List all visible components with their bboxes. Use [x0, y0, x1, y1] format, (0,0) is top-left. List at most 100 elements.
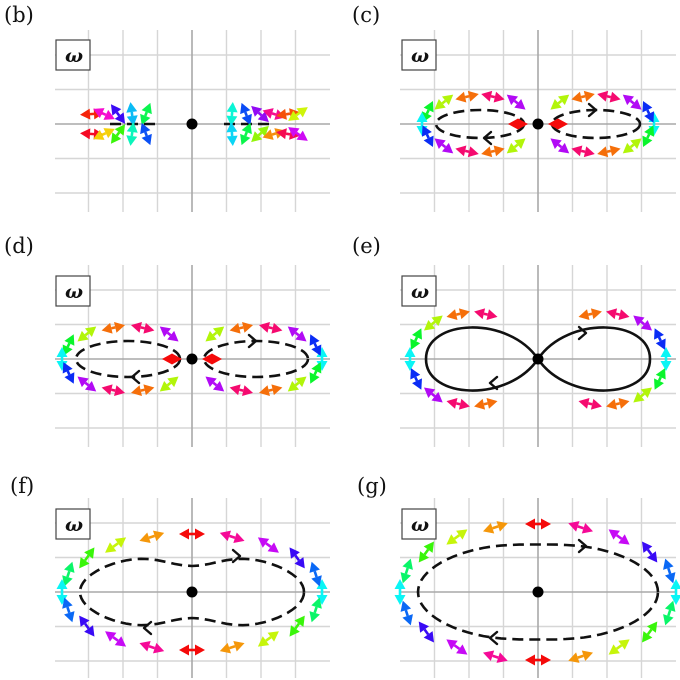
director-arrow: [606, 398, 630, 410]
director-arrow: [633, 387, 653, 403]
panel-label: (b): [4, 3, 34, 27]
director-arrow: [258, 384, 283, 397]
omega-box: [55, 508, 91, 540]
director-arrow: [446, 308, 470, 320]
director-arrow: [622, 138, 642, 154]
director-arrow: [179, 644, 205, 656]
omega-symbol: ω: [411, 514, 429, 536]
director-arrow: [288, 107, 308, 121]
panel-f: (f) ω: [10, 474, 330, 678]
director-arrow: [130, 384, 155, 397]
director-arrow: [202, 353, 222, 365]
director-arrow: [205, 326, 225, 342]
director-arrow: [309, 334, 322, 356]
director-arrow: [622, 94, 642, 110]
director-arrow: [578, 398, 602, 410]
director-arrow: [482, 521, 508, 534]
omega-symbol: ω: [65, 514, 83, 536]
director-arrow: [105, 631, 127, 647]
omega-box: [401, 275, 437, 307]
flow-direction-arrow: [488, 375, 499, 391]
director-arrow: [77, 376, 97, 392]
director-arrow: [240, 122, 252, 146]
origin-dot: [532, 353, 544, 365]
director-arrow: [508, 118, 528, 130]
panel-b: (b) ω: [4, 3, 330, 212]
director-arrow: [410, 368, 422, 390]
director-arrow: [506, 138, 526, 154]
director-arrow: [56, 579, 68, 605]
flow-direction-arrow: [482, 130, 493, 146]
director-arrow: [423, 387, 443, 403]
director-arrow: [654, 328, 666, 350]
director-arrow: [289, 547, 305, 569]
director-arrow: [289, 615, 305, 637]
origin-dot: [186, 118, 198, 130]
curves: [78, 548, 306, 636]
grid: [55, 498, 330, 678]
director-arrows: [394, 518, 680, 666]
director-arrow: [642, 621, 658, 643]
director-arrow: [139, 530, 165, 543]
director-arrow: [571, 145, 595, 158]
director-arrow: [93, 128, 115, 140]
director-arrow: [110, 124, 126, 144]
director-arrow: [571, 90, 595, 103]
origin-dot: [532, 118, 544, 130]
director-arrow: [101, 321, 126, 334]
director-arrow: [309, 362, 322, 384]
director-arrow: [423, 315, 443, 331]
director-arrow: [410, 328, 422, 350]
director-arrows: [80, 102, 308, 146]
origin-dot: [186, 586, 198, 598]
director-arrow: [62, 597, 75, 623]
director-arrow: [316, 579, 328, 605]
director-arrow: [62, 362, 75, 384]
director-arrow: [62, 561, 75, 587]
director-arrow: [506, 94, 526, 110]
director-arrow: [257, 631, 279, 647]
origin-dot: [532, 586, 544, 598]
director-arrow: [105, 537, 127, 553]
flow-direction-arrow: [577, 538, 588, 554]
director-arrow: [446, 529, 468, 545]
director-arrows: [416, 90, 660, 158]
director-arrow: [159, 326, 179, 342]
director-arrow: [110, 104, 126, 124]
director-arrow: [130, 321, 155, 334]
director-arrow: [525, 654, 551, 666]
director-arrow: [309, 561, 322, 587]
panel-e: (e) ω: [352, 234, 676, 447]
director-arrow: [446, 398, 470, 410]
director-arrow: [229, 321, 254, 334]
director-arrow: [226, 102, 238, 126]
director-arrow: [434, 94, 454, 110]
director-arrow: [79, 615, 95, 637]
director-arrow: [474, 398, 498, 410]
director-arrow: [421, 125, 434, 147]
director-arrow: [77, 326, 97, 342]
omega-symbol: ω: [411, 281, 429, 303]
director-arrow: [474, 308, 498, 320]
panel-label: (f): [10, 474, 34, 498]
loop-curve: [78, 557, 306, 627]
director-arrow: [481, 145, 505, 158]
director-arrow: [140, 102, 152, 126]
director-arrow: [139, 641, 165, 654]
omega-box: [401, 39, 437, 71]
flow-direction-arrow: [577, 325, 588, 341]
director-arrow: [597, 90, 621, 103]
director-arrow: [394, 579, 406, 605]
omega-box: [55, 39, 91, 71]
director-arrow: [550, 94, 570, 110]
director-arrow: [258, 321, 283, 334]
director-arrow: [240, 102, 252, 126]
director-arrow: [287, 376, 307, 392]
flow-direction-arrow: [587, 102, 598, 118]
director-arrow: [159, 376, 179, 392]
director-arrow: [482, 650, 508, 663]
flow-direction-arrow: [142, 620, 153, 636]
director-arrow: [446, 639, 468, 655]
director-arrow: [633, 315, 653, 331]
